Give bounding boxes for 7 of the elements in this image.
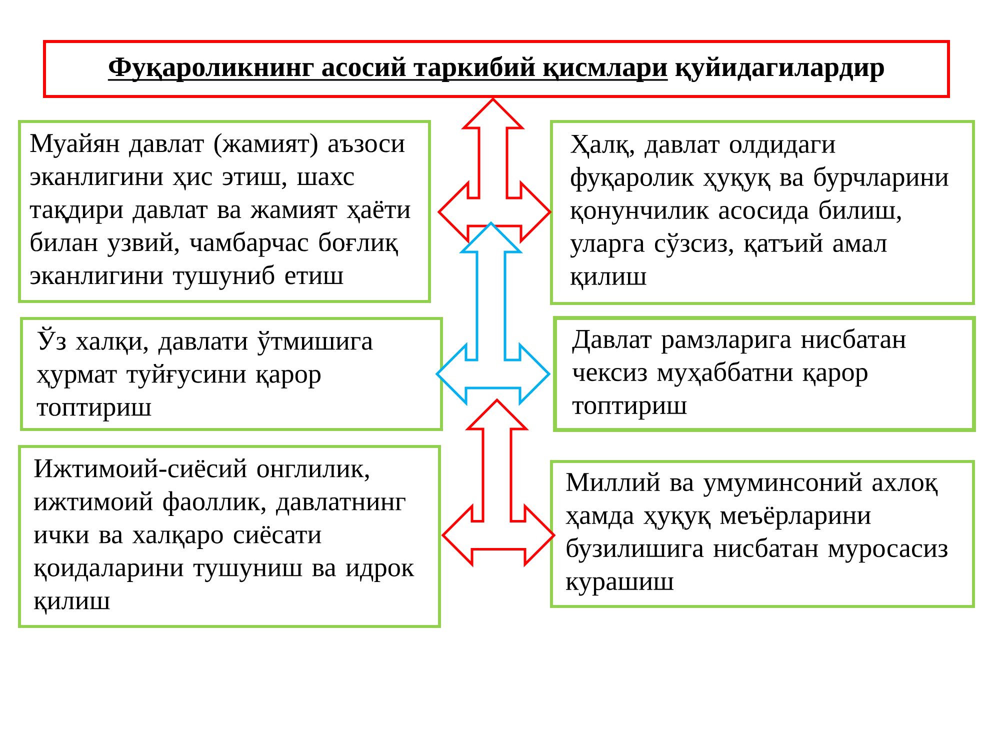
title-box: Фуқароликнинг асосий таркибий қисмлари қуйидагилардир [43,40,950,98]
text-box: Ўз халқи, давлати ўтмишига ҳурмат туйғусини қарор топтириш [20,317,443,431]
text-box: Муайян давлат (жамият) аъзоси эканлигини ҳис этиш, шахс тақдири давлат ва жамият ҳаёти билан узвий, чамбарчас боғлиқ эканлигини тушуниб етиш [18,120,431,303]
text-box: Давлат рамзларига нисбатан чексиз муҳаббатни қарор топтириш [553,316,976,432]
text-box: Ижтимоий-сиёсий онглилик, ижтимоий фаоллик, давлатнинг ички ва халқаро сиёсати қоидаларини тушуниш ва идрок қилиш [18,445,441,628]
text-box: Ҳалқ, давлат олдидаги фуқаролик ҳуқуқ ва бурчларини қонунчилик асосида билиш, уларга сўзсиз, қатъий амал қилиш [550,120,975,305]
text-box: Миллий ва умуминсоний ахлоқ ҳамда ҳуқуқ меъёрларини бузилишига нисбатан муросасиз курашиш [550,460,975,608]
